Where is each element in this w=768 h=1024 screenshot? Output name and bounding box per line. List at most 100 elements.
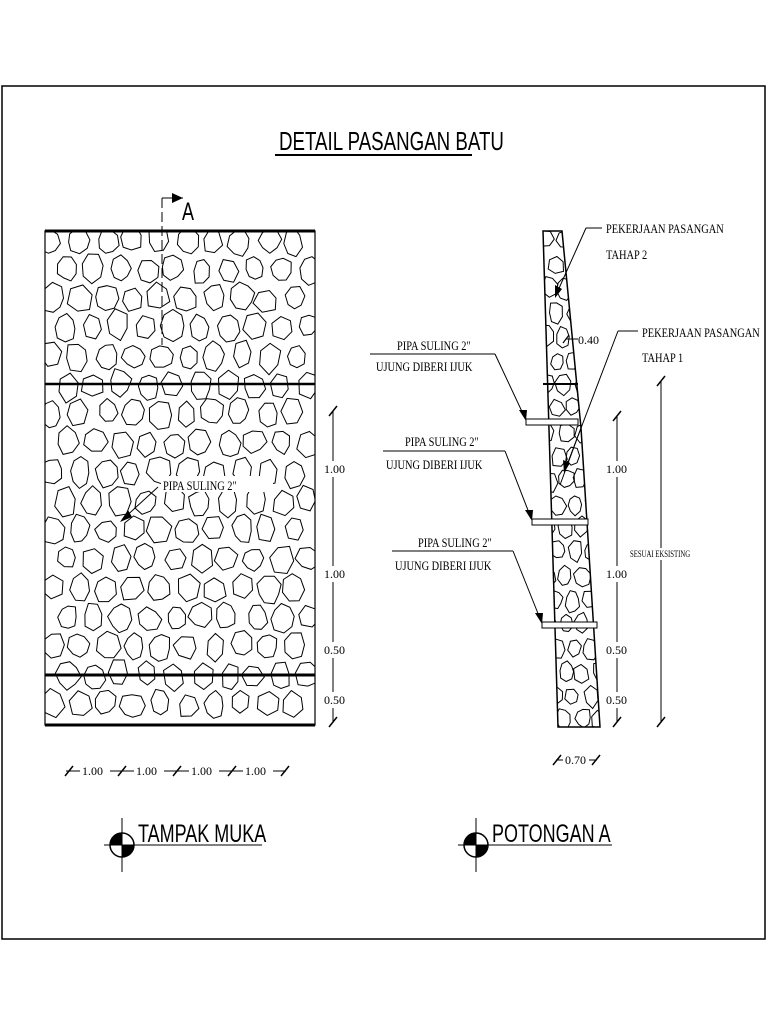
stone-shape	[161, 254, 185, 281]
stone-shape	[218, 429, 242, 458]
stone-shape	[548, 685, 564, 706]
stone-shape	[179, 694, 200, 717]
stone-shape	[54, 312, 76, 343]
stone-shape	[177, 400, 195, 428]
section-existing-label: SESUAI EKSISTING	[630, 549, 690, 559]
stone-shape	[280, 397, 304, 425]
stone-shape	[543, 662, 556, 683]
stone-shape	[233, 339, 252, 369]
stone-shape	[45, 574, 64, 600]
stone-shape	[286, 345, 306, 369]
section-cut-marker: A	[161, 193, 194, 345]
stone-shape	[94, 689, 117, 715]
stone-shape	[120, 398, 145, 426]
stone-shape	[557, 564, 572, 586]
stone-shape	[232, 573, 254, 599]
stone-shape	[110, 254, 132, 282]
stone-shape	[70, 456, 90, 490]
stone-shape	[294, 546, 315, 570]
stone-shape	[294, 661, 315, 687]
stone-shape	[245, 256, 264, 280]
stone-shape	[573, 611, 589, 634]
stone-shape	[543, 324, 554, 347]
stone-shape	[110, 368, 133, 398]
stone-shape	[584, 493, 599, 512]
stone-shape	[45, 231, 61, 254]
stage-2-line1: PEKERJAAN PASANGAN	[606, 222, 724, 236]
stone-shape	[45, 281, 65, 313]
stone-shape	[149, 345, 174, 368]
stone-shape	[574, 274, 591, 299]
stone-shape	[57, 425, 80, 455]
stone-shape	[284, 461, 306, 490]
front-dim-v-2: 1.00	[324, 567, 345, 581]
sheet-border	[1, 85, 766, 940]
front-pipe-callout: PIPA SULING 2"	[120, 476, 273, 522]
stone-shape	[188, 489, 210, 517]
section-dim-v-4: 0.50	[606, 693, 627, 707]
section-existing-dim: SESUAI EKSISTING	[628, 375, 694, 728]
stone-shape	[564, 590, 581, 614]
stone-shape	[550, 353, 564, 371]
front-dim-h-4: 1.00	[245, 764, 266, 778]
stone-shape	[271, 430, 291, 456]
stone-shape	[270, 257, 292, 281]
stone-shape	[559, 660, 575, 683]
stone-shape	[585, 445, 600, 465]
front-view-title: TAMPAK MUKA	[138, 819, 267, 848]
stone-shape	[45, 687, 66, 719]
stone-shape	[123, 632, 144, 661]
section-cut-label: A	[182, 197, 194, 226]
stone-shape	[110, 544, 132, 572]
stone-shape	[252, 289, 277, 313]
section-view: PIPA SULING 2" UJUNG DIBERI IJUK PIPA SU…	[370, 222, 760, 872]
stone-shape	[45, 400, 61, 429]
stone-shape	[119, 461, 140, 486]
section-bottom-width: 0.70	[565, 753, 586, 767]
stone-shape	[187, 601, 213, 628]
stone-shape	[163, 433, 186, 459]
stone-shape	[189, 313, 210, 342]
stone-shape	[240, 665, 265, 687]
stone-shape	[56, 256, 77, 282]
stage-2-line2: TAHAP 2	[606, 248, 647, 262]
section-dim-v-3: 0.50	[606, 643, 627, 657]
stone-shape	[256, 691, 280, 716]
stone-shape	[118, 694, 146, 718]
stone-shape	[95, 285, 120, 312]
stone-shape	[167, 606, 187, 630]
front-pipe-callout-label: PIPA SULING 2"	[163, 479, 237, 493]
stone-shape	[298, 371, 315, 400]
stone-shape	[258, 402, 278, 428]
stone-shape	[136, 431, 157, 458]
stone-shape	[107, 659, 129, 685]
front-dim-h-3: 1.00	[191, 764, 212, 778]
stone-shape	[556, 325, 570, 349]
stone-shape	[567, 639, 582, 658]
stone-shape	[164, 548, 187, 571]
stone-shape	[203, 577, 227, 603]
stone-shape	[298, 604, 315, 628]
stone-shape	[241, 549, 265, 572]
stone-shape	[564, 688, 579, 705]
stone-shape	[572, 567, 592, 588]
stone-shape	[217, 369, 240, 401]
stone-shape	[272, 489, 295, 517]
stone-shape	[94, 459, 119, 489]
stone-shape	[565, 351, 579, 370]
stone-shape	[221, 663, 239, 691]
stage-1-callout: PEKERJAAN PASANGAN TAHAP 1	[563, 326, 760, 473]
stone-shape	[550, 638, 566, 659]
stone-shape	[590, 232, 600, 249]
pipe-callout-1-line1: PIPA SULING 2"	[397, 339, 471, 353]
section-pipes	[525, 418, 598, 629]
stone-shape	[270, 661, 290, 690]
stone-shape	[581, 254, 599, 276]
stone-shape	[269, 373, 289, 399]
stone-shape	[176, 231, 200, 255]
stone-shape	[574, 231, 591, 248]
stone-shape	[282, 689, 304, 718]
front-horizontal-dims: 1.00 1.00 1.00 1.00	[64, 763, 290, 778]
stone-shape	[558, 423, 575, 443]
stone-shape	[66, 633, 91, 658]
